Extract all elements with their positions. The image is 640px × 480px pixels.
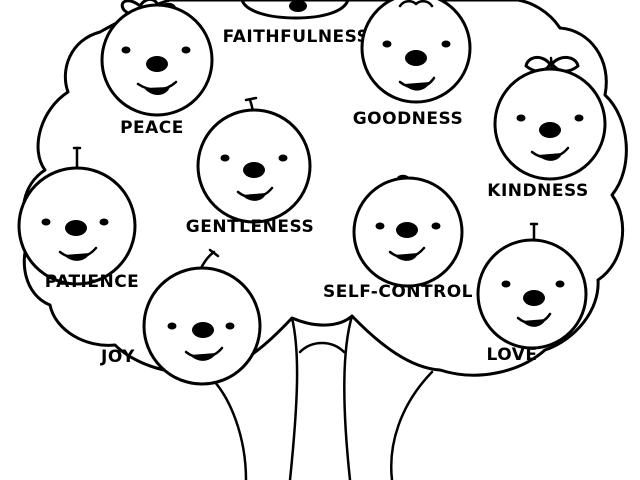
fruit-label-gentleness: GENTLENESS (186, 217, 314, 237)
apple-faithfulness: FAITHFULNESS (223, 0, 370, 47)
apple-gentleness: GENTLENESS (186, 96, 314, 237)
apple-patience: PATIENCE (17, 146, 140, 292)
apple-peace: PEACE (100, 0, 214, 138)
apple-joy: JOY (100, 248, 262, 386)
apple-self-control: SELF-CONTROL (323, 174, 473, 302)
apple-kindness: KINDNESS (487, 56, 607, 201)
fruit-label-goodness: GOODNESS (353, 109, 464, 129)
fruit-label-patience: PATIENCE (45, 272, 140, 292)
fruit-label-joy: JOY (100, 347, 135, 367)
fruit-label-kindness: KINDNESS (487, 181, 588, 201)
apple-goodness: GOODNESS (353, 0, 472, 129)
tree-trunk (203, 314, 434, 480)
fruit-label-self-control: SELF-CONTROL (323, 282, 473, 302)
apple-love: LOVE (476, 222, 588, 365)
fruit-label-love: LOVE (487, 345, 538, 365)
fruit-label-peace: PEACE (120, 118, 184, 138)
fruit-label-faithfulness: FAITHFULNESS (223, 27, 370, 47)
